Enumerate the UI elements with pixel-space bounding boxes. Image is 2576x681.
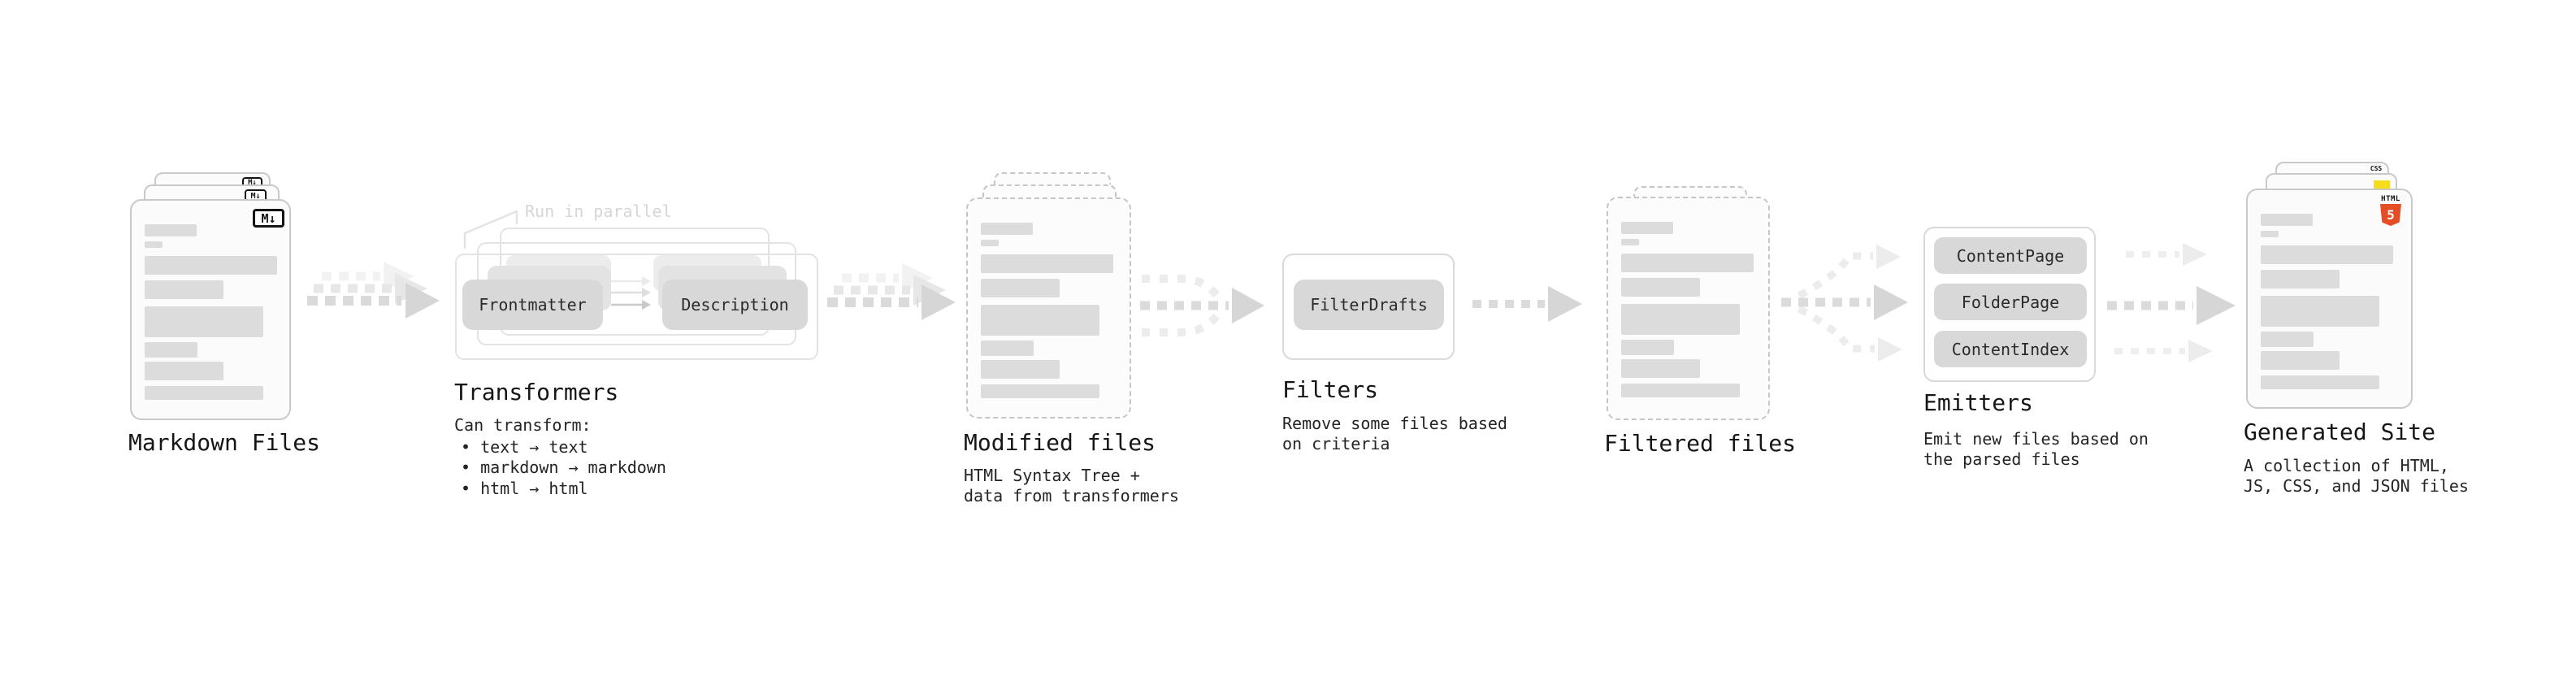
text-line-bar <box>1621 340 1674 355</box>
arrow-emitters-to-generated <box>2107 243 2236 362</box>
text-line-bar <box>981 340 1034 356</box>
js-file-icon <box>2374 180 2390 191</box>
generated-site-card-front: HTML 5 <box>2246 189 2413 409</box>
text-line-bar <box>145 280 223 299</box>
transformers-title: Transformers <box>454 379 619 406</box>
arrow-filters-to-filtered <box>1472 286 1582 322</box>
text-line-bar <box>981 305 1099 336</box>
text-line-bar <box>145 256 277 275</box>
filterdrafts-chip: FilterDrafts <box>1294 280 1444 330</box>
filtered-files-title: Filtered files <box>1604 430 1797 457</box>
html5-icon-number: 5 <box>2387 207 2395 223</box>
text-line-bar <box>981 254 1113 273</box>
transformer-layer-front <box>455 254 818 360</box>
css-file-icon-label: CSS <box>2370 165 2383 172</box>
frontmatter-chip-label: Frontmatter <box>479 295 587 314</box>
modified-files-title: Modified files <box>964 429 1156 456</box>
markdown-icon-label: M↓ <box>248 179 257 187</box>
text-line-bar <box>1621 384 1740 397</box>
contentpage-chip-label: ContentPage <box>1956 245 2065 266</box>
generated-site-subtitle: A collection of HTML, JS, CSS, and JSON … <box>2244 456 2469 496</box>
arrow-filtered-to-emitters <box>1781 245 1908 362</box>
text-line-bar <box>2261 214 2313 226</box>
text-line-bar <box>1621 304 1740 335</box>
transformers-bullet-3: • html → html <box>461 479 588 498</box>
frontmatter-chip: Frontmatter <box>462 280 603 330</box>
modified-file-card-front <box>966 197 1131 419</box>
modified-files-subtitle: HTML Syntax Tree + data from transformer… <box>964 466 1179 505</box>
emitters-subtitle: Emit new files based on the parsed files <box>1923 429 2149 469</box>
filterdrafts-chip-label: FilterDrafts <box>1310 295 1428 314</box>
text-line-bar <box>145 342 197 358</box>
html5-icon-shield: 5 <box>2380 204 2401 226</box>
markdown-file-card-front: M↓ <box>130 199 291 420</box>
text-line-bar <box>2261 245 2393 264</box>
text-line-bar <box>981 384 1099 398</box>
text-line-bar <box>981 360 1060 379</box>
transformers-description-heading: Can transform: <box>454 415 592 435</box>
text-line-bar <box>2261 231 2279 237</box>
folderpage-chip: FolderPage <box>1934 284 2087 320</box>
generated-site-title: Generated Site <box>2244 419 2436 445</box>
text-line-bar <box>1621 254 1754 272</box>
transformers-bullet-2: • markdown → markdown <box>461 458 666 477</box>
folderpage-chip-label: FolderPage <box>1961 292 2060 312</box>
text-line-bar <box>145 362 223 380</box>
arrow-transformers-to-modified <box>827 263 956 320</box>
text-line-bar <box>145 224 197 236</box>
text-line-bar <box>145 241 163 248</box>
contentindex-chip-label: ContentIndex <box>1951 339 2070 359</box>
description-chip-label: Description <box>681 295 789 314</box>
text-line-bar <box>981 279 1060 297</box>
markdown-icon: M↓ <box>253 209 284 228</box>
chip-arrows <box>611 276 651 310</box>
markdown-icon-label: M↓ <box>261 210 276 226</box>
text-line-bar <box>1621 239 1639 245</box>
text-line-bar <box>1621 278 1700 297</box>
parallel-callout-leader <box>463 210 518 249</box>
filters-title: Filters <box>1282 376 1379 403</box>
text-line-bar <box>145 386 263 400</box>
text-line-bar <box>2261 270 2340 288</box>
contentpage-chip: ContentPage <box>1934 237 2087 274</box>
text-line-bar <box>1621 222 1673 234</box>
arrow-markdown-to-transformers <box>307 262 440 319</box>
text-line-bar <box>981 223 1033 235</box>
arrow-modified-to-filters <box>1140 275 1264 336</box>
contentindex-chip: ContentIndex <box>1934 331 2087 367</box>
text-line-bar <box>981 240 999 246</box>
markdown-icon-label: M↓ <box>250 191 261 201</box>
filters-subtitle: Remove some files based on criteria <box>1282 414 1507 453</box>
text-line-bar <box>145 306 263 337</box>
html5-icon-word: HTML <box>2381 195 2400 203</box>
run-in-parallel-callout: Run in parallel <box>525 202 672 221</box>
filtered-file-card-front <box>1607 197 1770 420</box>
emitters-title: Emitters <box>1923 389 2033 416</box>
transformers-bullet-1: • text → text <box>461 437 588 457</box>
description-chip: Description <box>662 280 808 330</box>
text-line-bar <box>2261 332 2314 347</box>
markdown-files-title: Markdown Files <box>128 429 321 456</box>
text-line-bar <box>1621 359 1700 378</box>
text-line-bar <box>2261 375 2379 389</box>
text-line-bar <box>2261 351 2340 370</box>
html5-icon: HTML 5 <box>2380 195 2401 226</box>
text-line-bar <box>2261 296 2379 327</box>
